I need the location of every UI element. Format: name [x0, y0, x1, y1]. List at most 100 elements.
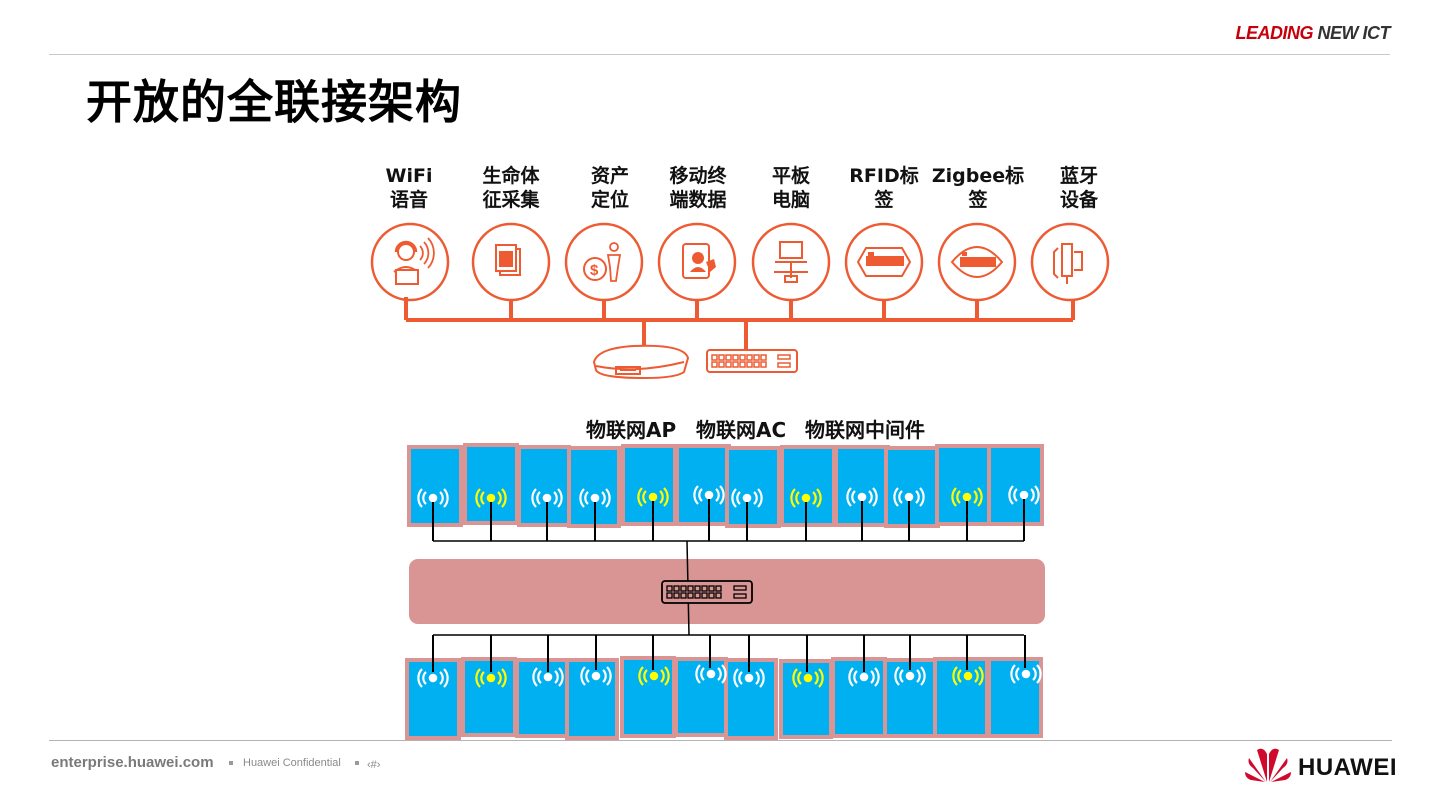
wireless-signal-icon	[790, 488, 822, 508]
category-label-5: 平板电脑	[731, 164, 851, 212]
device-panel	[515, 658, 569, 738]
category-label-3: 资产定位	[550, 164, 670, 212]
wireless-signal-icon	[848, 667, 880, 687]
category-line2: 签	[968, 189, 988, 211]
wireless-signal-icon	[475, 488, 507, 508]
tagline-leading: LEADING	[1235, 23, 1314, 43]
category-label-2: 生命体征采集	[451, 164, 571, 212]
category-line1: 蓝牙	[1059, 165, 1098, 187]
footer-site: enterprise.huawei.com	[51, 754, 214, 771]
wireless-signal-icon	[951, 487, 983, 507]
wireless-signal-icon	[893, 487, 925, 507]
huawei-logo-icon	[1245, 748, 1291, 782]
footer-divider	[49, 740, 1392, 741]
wireless-signal-icon	[637, 487, 669, 507]
top-signal-icons	[417, 485, 1040, 508]
document-icon	[471, 222, 551, 302]
device-panel	[675, 444, 731, 526]
header-divider	[49, 54, 1390, 55]
access-controller-icon	[706, 349, 798, 373]
switch-icon	[661, 580, 753, 604]
device-panel	[565, 658, 619, 740]
huawei-brand-name: HUAWEI	[1298, 754, 1397, 781]
device-panel	[517, 445, 571, 527]
category-line2: 语音	[389, 189, 428, 211]
computer-network-icon	[751, 222, 831, 302]
wireless-signal-icon	[952, 666, 984, 686]
device-panel	[780, 445, 836, 527]
category-line1: 移动终	[669, 165, 727, 187]
rfid-tag-icon	[844, 222, 924, 302]
category-line1: 资产	[590, 165, 629, 187]
wireless-signal-icon	[731, 488, 763, 508]
tagline-rest: NEW ICT	[1313, 23, 1391, 43]
bluetooth-device-icon	[1030, 222, 1110, 302]
category-label-4: 移动终端数据	[638, 164, 758, 212]
wireless-signal-icon	[894, 666, 926, 686]
device-panel	[725, 446, 781, 528]
brand-tagline: LEADING NEW ICT	[1236, 23, 1391, 44]
category-label-7: Zigbee标签	[918, 164, 1038, 212]
icon-bus	[404, 297, 1075, 350]
wireless-signal-icon	[580, 666, 612, 686]
wireless-signal-icon	[695, 664, 727, 684]
wireless-signal-icon	[531, 488, 563, 508]
access-point-icon	[592, 344, 690, 380]
zigbee-tag-icon	[937, 222, 1017, 302]
bottom-connectors	[432, 634, 1026, 672]
wireless-signal-icon	[693, 485, 725, 505]
device-panel	[407, 445, 463, 527]
device-panel	[724, 658, 778, 740]
category-line1: RFID标	[849, 165, 919, 187]
label-iot-ac: 物联网AC	[696, 418, 787, 442]
top-connectors	[432, 499, 1025, 542]
device-panel	[884, 446, 940, 528]
wireless-signal-icon	[1008, 485, 1040, 505]
label-iot-middleware: 物联网中间件	[805, 418, 925, 442]
wireless-signal-icon	[638, 666, 670, 686]
category-line2: 签	[874, 189, 894, 211]
footer-confidential: Huawei Confidential	[243, 757, 341, 769]
category-line1: 平板	[771, 165, 810, 187]
top-device-row	[407, 443, 1044, 528]
device-panel	[779, 659, 833, 739]
wireless-signal-icon	[733, 668, 765, 688]
device-panel	[935, 444, 991, 526]
category-line1: WiFi	[385, 165, 433, 187]
category-line2: 征采集	[482, 189, 540, 211]
category-line1: Zigbee标	[931, 165, 1025, 187]
wireless-signal-icon	[475, 668, 507, 688]
category-line2: 定位	[590, 189, 629, 211]
device-panel	[987, 657, 1043, 738]
svg-text:$: $	[590, 262, 599, 279]
wireless-signal-icon	[417, 668, 449, 688]
bottom-signal-icons	[417, 664, 1042, 688]
device-panel	[987, 444, 1044, 526]
category-line1: 生命体	[482, 165, 540, 187]
headset-laptop-icon	[370, 222, 450, 302]
wireless-signal-icon	[532, 667, 564, 687]
wireless-signal-icon	[1010, 664, 1042, 684]
footer-page-number: ‹#›	[367, 759, 381, 771]
device-panel	[461, 657, 517, 737]
category-line2: 电脑	[771, 189, 810, 211]
category-line2: 端数据	[669, 189, 727, 211]
footer-separator	[355, 761, 359, 765]
footer-separator	[229, 761, 233, 765]
asset-location-icon: $	[564, 222, 644, 302]
wireless-signal-icon	[417, 488, 449, 508]
category-label-6: RFID标签	[824, 164, 944, 212]
wireless-signal-icon	[579, 488, 611, 508]
wireless-signal-icon	[846, 487, 878, 507]
device-panel	[883, 658, 937, 738]
device-panel	[405, 658, 461, 740]
device-panel	[933, 657, 989, 738]
category-label-8: 蓝牙设备	[1019, 164, 1139, 212]
label-iot-ap: 物联网AP	[586, 418, 677, 442]
tablet-icon	[657, 222, 737, 302]
wireless-signal-icon	[792, 668, 824, 688]
device-panel	[621, 444, 677, 526]
page-title: 开放的全联接架构	[86, 75, 462, 129]
